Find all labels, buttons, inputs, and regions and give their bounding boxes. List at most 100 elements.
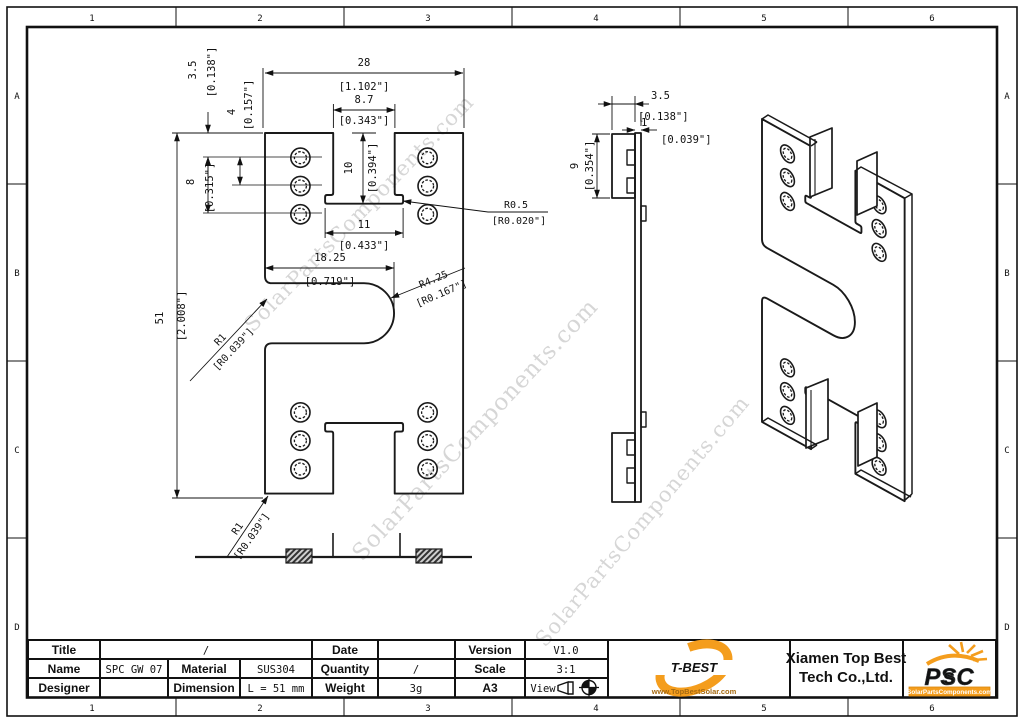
tbest-logo: T-BEST www.TopBestSolar.com [651,639,737,697]
svg-text:R0.5: R0.5 [504,200,528,211]
name-label: Name [48,662,81,676]
sheet-frame [6,6,1018,717]
svg-text:[0.354"]: [0.354"] [584,141,596,192]
dim-radius-0-5: R0.5 [R0.020"] [402,199,548,227]
svg-text:S: S [943,669,954,688]
sun-swoosh [925,653,980,666]
svg-text:[0.719"]: [0.719"] [305,276,356,288]
zone-number: 2 [257,14,262,24]
svg-text:8: 8 [185,179,197,185]
svg-text:R1: R1 [230,521,246,537]
svg-text:[0.138"]: [0.138"] [638,111,689,123]
weight-value: 3g [410,683,423,695]
version-value: V1.0 [553,645,578,657]
dim-depth-10: 10 [0.394"] [343,132,379,204]
zone-letter: C [1004,446,1009,456]
svg-text:3.5: 3.5 [651,90,670,102]
weight-label: Weight [325,681,365,695]
target-icon [579,677,599,698]
material-label: Material [181,662,226,676]
zone-number: 1 [89,14,94,24]
quantity-value: / [413,664,419,676]
zone-letter: D [14,623,19,633]
dim-height-51: 51 [2.008"] [154,132,263,499]
dimension-label: Dimension [173,681,234,695]
zone-number: 3 [425,704,430,714]
svg-text:[0.315"]: [0.315"] [204,163,216,214]
svg-text:3.5: 3.5 [187,61,199,80]
svg-text:28: 28 [358,57,371,69]
svg-text:Xiamen Top Best: Xiamen Top Best [786,650,907,667]
zone-letter: A [14,92,20,102]
dim-radius-1-bottom: R1 [R0.039"] [226,495,272,562]
front-view [203,132,465,495]
svg-text:[0.039"]: [0.039"] [661,134,712,146]
svg-text:SolarPartsComponents.com: SolarPartsComponents.com [907,689,992,696]
svg-text:51: 51 [154,312,166,325]
frustum-icon [557,681,574,695]
zone-labels: 1 2 3 4 5 6 1 2 3 4 5 6 A B C D A B C D [14,14,1010,714]
tbest-swoosh [655,639,733,697]
svg-text:[0.343"]: [0.343"] [339,115,390,127]
dim-side-3-5: 3.5 [0.138"] [598,90,689,130]
zone-number: 4 [593,14,598,24]
dimension-value: L = 51 mm [248,683,305,695]
version-label: Version [468,643,511,657]
date-label: Date [332,643,358,657]
dim-side-9: 9 [0.354"] [569,133,610,199]
designer-label: Designer [38,681,90,695]
isometric-view [761,114,913,503]
psc-logo: PSC S SolarPartsComponents.com [907,641,992,697]
dimensions-front: 28 [1.102"] 8.7 [0.343"] 10 [0.394"] 11 … [154,47,548,562]
name-value: SPC GW 07 [106,664,163,676]
svg-text:[2.008"]: [2.008"] [176,291,188,342]
zone-letter: C [14,446,19,456]
company-name: Xiamen Top Best Tech Co.,Ltd. [786,650,907,686]
material-value: SUS304 [257,664,295,676]
quantity-label: Quantity [321,662,370,676]
svg-text:9: 9 [569,163,581,169]
svg-text:[0.394"]: [0.394"] [367,143,379,194]
sun-rays-icon [948,641,988,662]
zone-number: 5 [761,14,766,24]
dim-width-11: 11 [0.433"] [324,208,404,252]
title-block: Title / Date Version V1.0 Name SPC GW 07… [27,639,997,699]
svg-text:18.25: 18.25 [314,252,346,264]
zone-number: 3 [425,14,430,24]
svg-text:[R0.020"]: [R0.020"] [492,216,546,227]
svg-text:11: 11 [358,219,371,231]
svg-text:8.7: 8.7 [355,94,374,106]
scale-value: 3:1 [557,664,576,676]
iso-bottom-tab [805,378,829,449]
svg-text:[0.157"]: [0.157"] [243,80,255,131]
view-label: View [530,683,556,695]
zone-letter: B [1004,269,1009,279]
svg-text:[0.138"]: [0.138"] [206,47,218,98]
iso-top-tab [809,127,833,198]
svg-text:SolarPartsComponents.com: SolarPartsComponents.com [530,391,754,651]
dim-width-8-7: 8.7 [0.343"] [332,94,396,128]
title-label: Title [52,643,77,657]
dim-side-1: 1 [0.039"] [622,112,712,146]
sheet-size: A3 [482,681,498,695]
dim-height-4: 4 [0.157"] [226,80,255,186]
zone-letter: D [1004,623,1009,633]
zone-number: 6 [929,704,934,714]
zone-number: 1 [89,704,94,714]
zone-number: 2 [257,704,262,714]
dim-width-28: 28 [1.102"] [262,57,465,128]
scale-label: Scale [474,662,506,676]
side-view [611,132,647,503]
svg-text:R1: R1 [213,332,229,348]
svg-text:4: 4 [226,109,238,115]
svg-text:1: 1 [641,117,647,129]
svg-text:[0.433"]: [0.433"] [339,240,390,252]
dim-radius-1-top: R1 [R0.039"] [189,298,268,382]
dimensions-side: 3.5 [0.138"] 1 [0.039"] 9 [0.354"] [569,90,712,199]
zone-number: 6 [929,14,934,24]
svg-text:T-BEST: T-BEST [671,660,718,675]
view-projection-symbol [557,677,599,698]
zone-number: 4 [593,704,598,714]
watermark: SolarPartsComponents.com SolarPartsCompo… [239,90,754,651]
